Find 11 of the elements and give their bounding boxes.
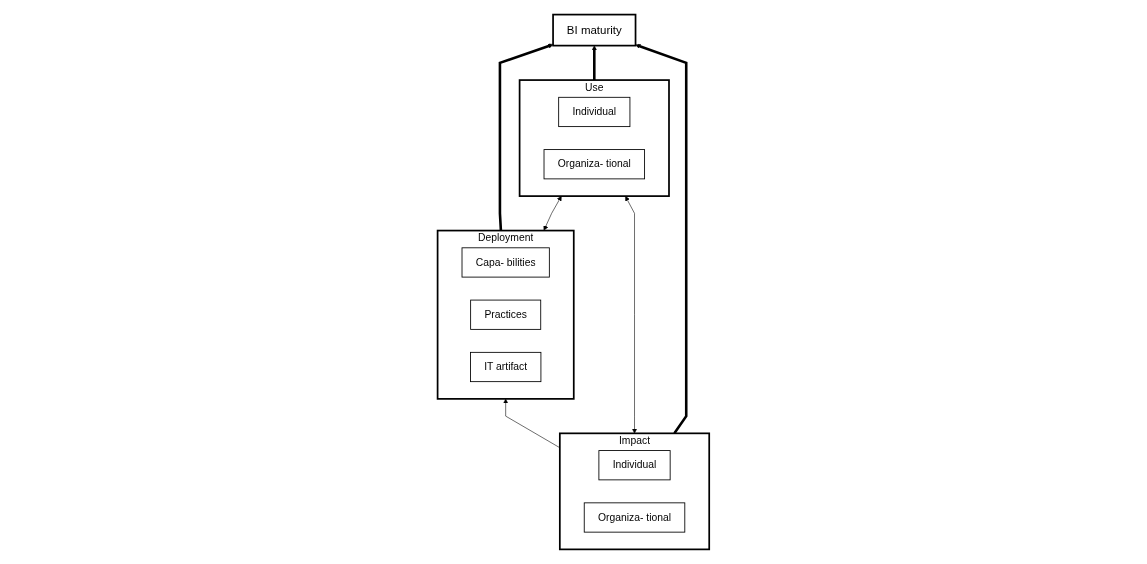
node-box: BI maturity [552, 13, 637, 47]
node-box: Capa- bilities [461, 247, 550, 278]
arrow [498, 43, 554, 231]
node-box: Practices [470, 299, 542, 330]
arrow [635, 43, 688, 435]
node-box: Individual [598, 450, 671, 481]
arrow [591, 45, 597, 81]
node-box: IT artifact [470, 351, 542, 383]
node-box: Organiza- tional [543, 149, 646, 180]
node-box: Individual [558, 96, 631, 128]
node-box: Organiza- tional [583, 502, 686, 533]
